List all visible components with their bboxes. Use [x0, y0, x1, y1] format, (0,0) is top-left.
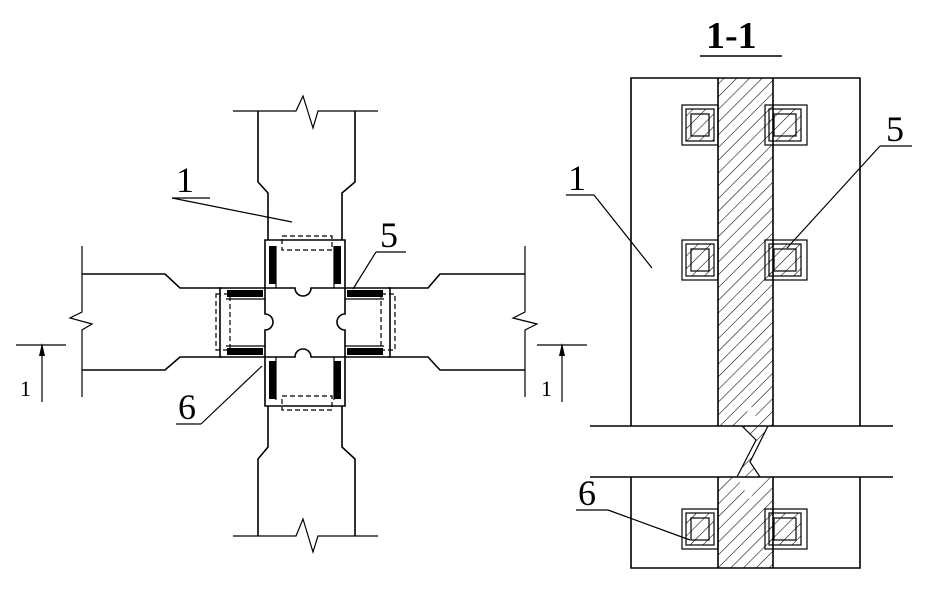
right-beam	[388, 246, 539, 397]
section-lower-body	[630, 477, 861, 569]
svg-text:5: 5	[886, 109, 904, 149]
tube-left-1	[681, 104, 719, 146]
svg-text:1: 1	[20, 376, 31, 401]
tube-right-3	[764, 508, 808, 550]
plan-label-1: 1	[171, 160, 293, 223]
svg-text:6: 6	[578, 473, 596, 513]
welded-plates	[227, 246, 383, 399]
svg-text:6: 6	[178, 387, 196, 427]
svg-text:1: 1	[176, 160, 194, 200]
left-beam	[68, 246, 222, 397]
top-column	[233, 94, 378, 240]
section-label-5: 5	[786, 109, 912, 249]
tube-right-2	[764, 239, 808, 281]
section-marker-left: 1	[16, 343, 66, 402]
section-view: 1-1	[566, 15, 912, 569]
plan-label-5: 5	[352, 215, 406, 290]
bottom-column	[233, 406, 378, 555]
tube-right-1	[764, 104, 808, 146]
central-node	[215, 235, 396, 411]
plan-label-6: 6	[176, 365, 263, 427]
svg-text:5: 5	[380, 215, 398, 255]
tube-connectors	[681, 104, 808, 550]
svg-text:1: 1	[568, 158, 586, 198]
section-title: 1-1	[706, 15, 757, 57]
tube-left-3	[681, 508, 719, 550]
section-label-6: 6	[576, 473, 691, 541]
plan-view: 1 5 6 1 1	[16, 94, 587, 555]
section-marker-right: 1	[537, 343, 587, 402]
tube-left-2	[681, 239, 719, 281]
section-label-1: 1	[566, 158, 653, 269]
svg-text:1: 1	[541, 376, 552, 401]
section-upper-body	[630, 77, 861, 426]
section-break	[590, 425, 893, 478]
